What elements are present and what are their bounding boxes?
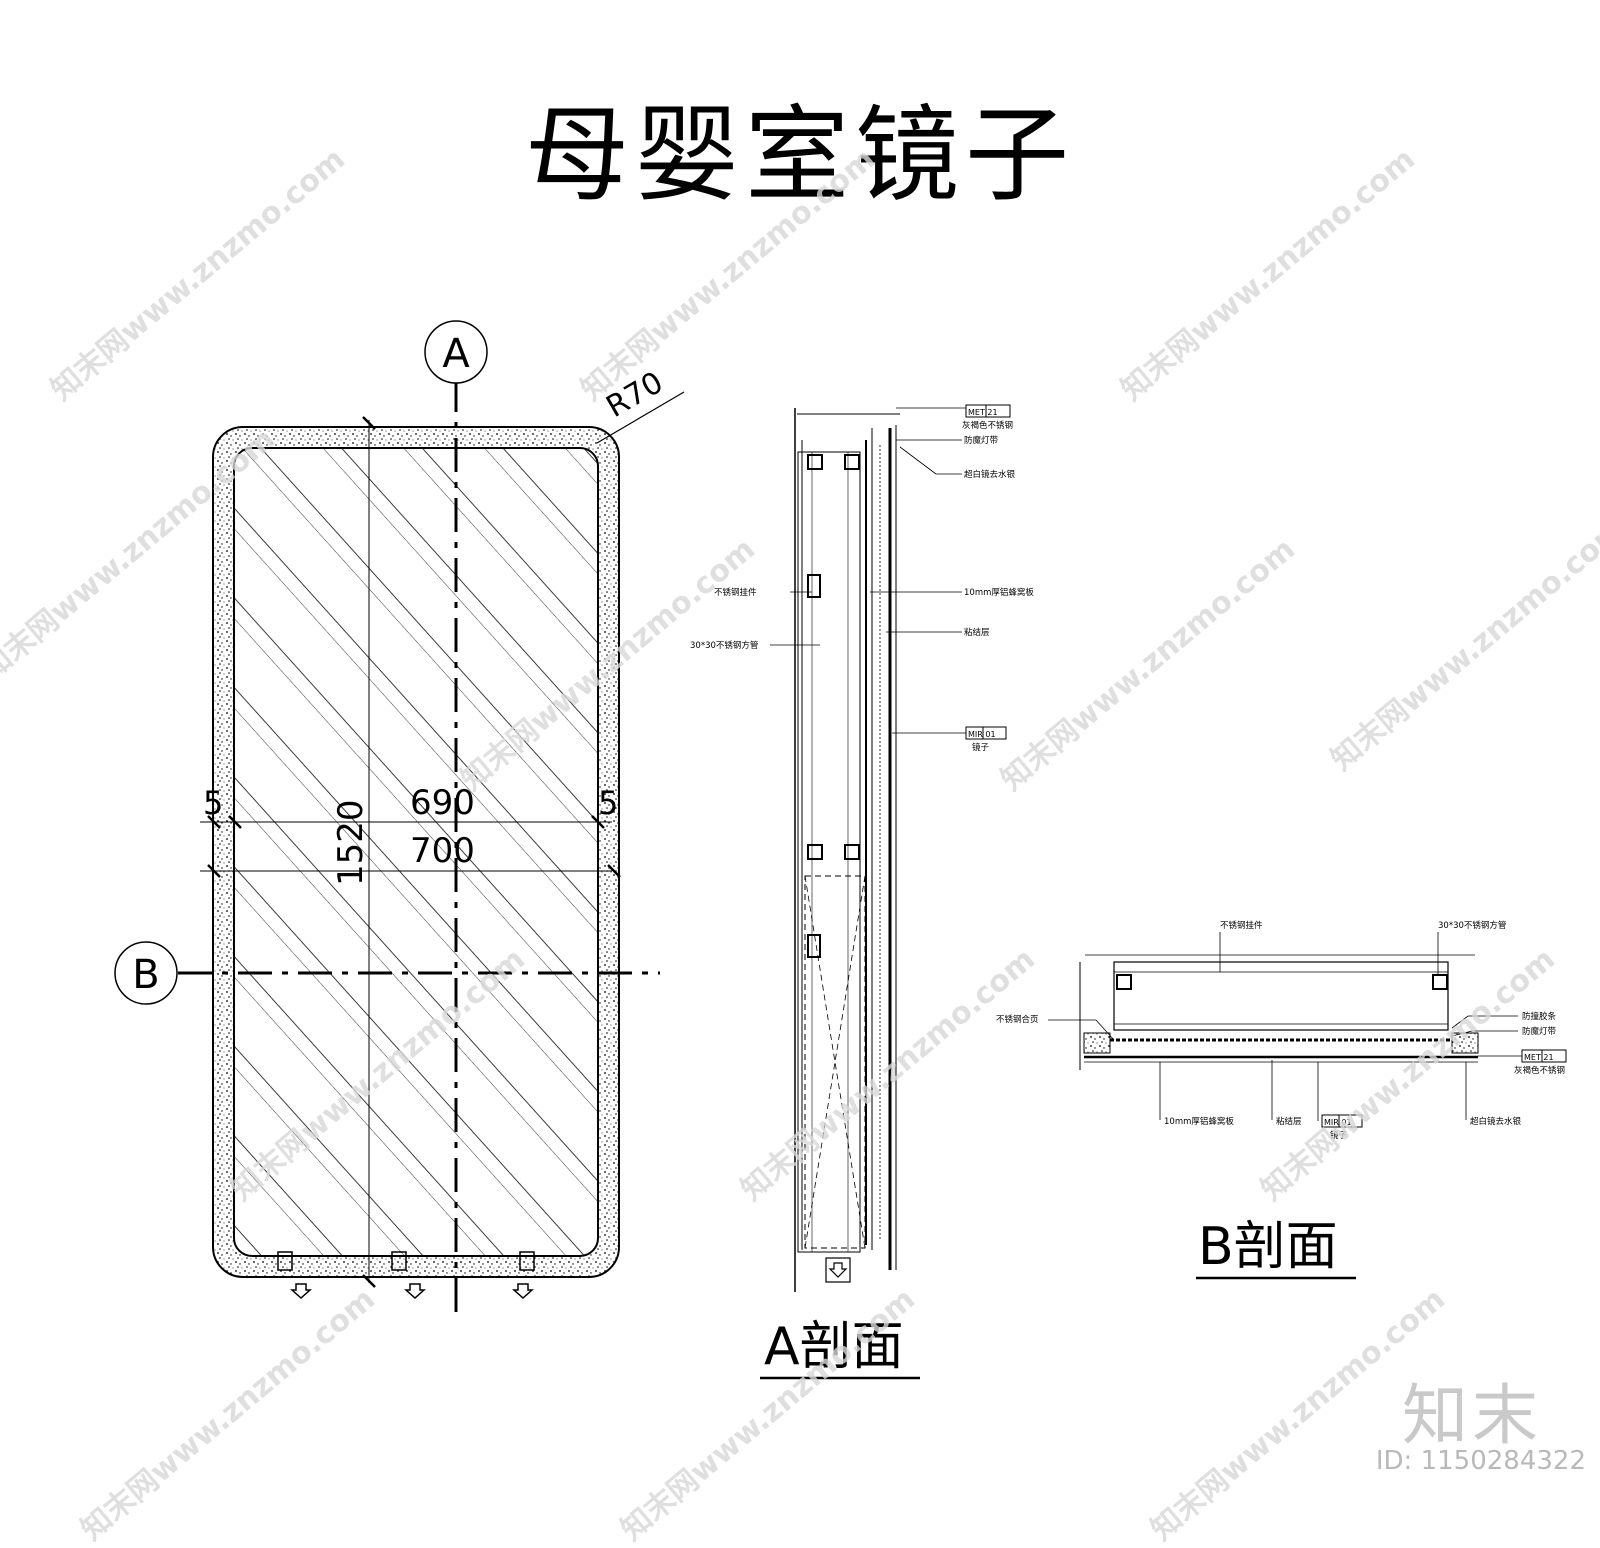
label-hanger-a: 不锈钢挂件 [714, 587, 757, 598]
tag-mir01-b-text: 镜子 [1330, 1130, 1348, 1141]
drawing-title: 母婴室镜子 [524, 94, 1075, 216]
tag-met21-a [965, 404, 1011, 418]
section-b-frame-left [1083, 1032, 1111, 1054]
label-light-b: 防魔灯带 [1522, 1026, 1557, 1037]
section-marker-b-label: B [132, 952, 159, 998]
tag-mir01-a-text: 镜子 [972, 742, 990, 753]
section-b-caption: B剖面 [1198, 1217, 1338, 1277]
image-id: ID: 1150284322 [1375, 1446, 1586, 1476]
tag-mir01-a-code: MIR 01 [968, 730, 996, 739]
label-joint-b: 不锈钢合页 [996, 1014, 1039, 1025]
label-tube-a: 30*30不锈钢方管 [690, 640, 758, 651]
tag-met21-b-code: MET 21 [1524, 1053, 1554, 1062]
brand-logo: 知末 [1402, 1377, 1542, 1454]
section-a-annotations: MET 21 灰褐色不锈钢 防魔灯带 超白镜去水银 不锈钢挂件 10mm厚铝蜂窝… [690, 404, 1034, 753]
section-marker-b [114, 941, 178, 1005]
section-marker-a [424, 320, 488, 384]
tag-met21-b-text: 灰褐色不锈钢 [1514, 1065, 1565, 1076]
dim-label-1520: 1520 [331, 799, 371, 886]
dim-label-700: 700 [410, 831, 475, 871]
dim-label-side-right: 5 [598, 784, 618, 822]
radius-label: R70 [601, 365, 670, 425]
label-adhesive-b: 粘结层 [1276, 1116, 1302, 1127]
label-hanger-b: 不锈钢挂件 [1220, 920, 1263, 931]
tag-met21-a-text: 灰褐色不锈钢 [962, 420, 1013, 431]
label-silicone-b: 超白镜去水银 [1470, 1116, 1522, 1127]
section-b: 不锈钢挂件 30*30不锈钢方管 不锈钢合页 防撞胶条 防魔灯带 MET 21 … [996, 920, 1567, 1280]
dim-label-side-left: 5 [203, 784, 223, 822]
tag-mir01-b [1321, 1114, 1363, 1128]
dim-label-690: 690 [410, 783, 475, 823]
bottom-fittings [277, 1251, 535, 1300]
section-b-annotations: 不锈钢挂件 30*30不锈钢方管 不锈钢合页 防撞胶条 防魔灯带 MET 21 … [996, 920, 1567, 1141]
radius-leader [596, 391, 685, 444]
section-a-cross-box [804, 875, 866, 1249]
label-strip-b: 防撞胶条 [1522, 1011, 1557, 1022]
section-b-frame-right [1451, 1032, 1479, 1054]
tag-met21-a-code: MET 21 [968, 408, 998, 417]
label-tube-b: 30*30不锈钢方管 [1438, 920, 1506, 931]
mirror-elevation: A B R70 690 700 1520 5 5 [114, 320, 685, 1320]
label-adhesive-a: 粘结层 [964, 627, 990, 638]
label-board-a: 10mm厚铝蜂窝板 [964, 587, 1034, 598]
label-light-a: 防魔灯带 [964, 435, 999, 446]
section-a-caption: A剖面 [764, 1317, 904, 1377]
cad-drawing: A B R70 690 700 1520 5 5 [114, 320, 1567, 1380]
label-board-b: 10mm厚铝蜂窝板 [1164, 1116, 1234, 1127]
section-b-box [1113, 961, 1449, 1031]
label-silicone-a: 超白镜去水银 [964, 469, 1016, 480]
section-marker-a-label: A [442, 331, 470, 377]
section-a: MET 21 灰褐色不锈钢 防魔灯带 超白镜去水银 不锈钢挂件 10mm厚铝蜂窝… [690, 404, 1034, 1380]
tag-mir01-b-code: MIR 01 [1324, 1118, 1352, 1127]
